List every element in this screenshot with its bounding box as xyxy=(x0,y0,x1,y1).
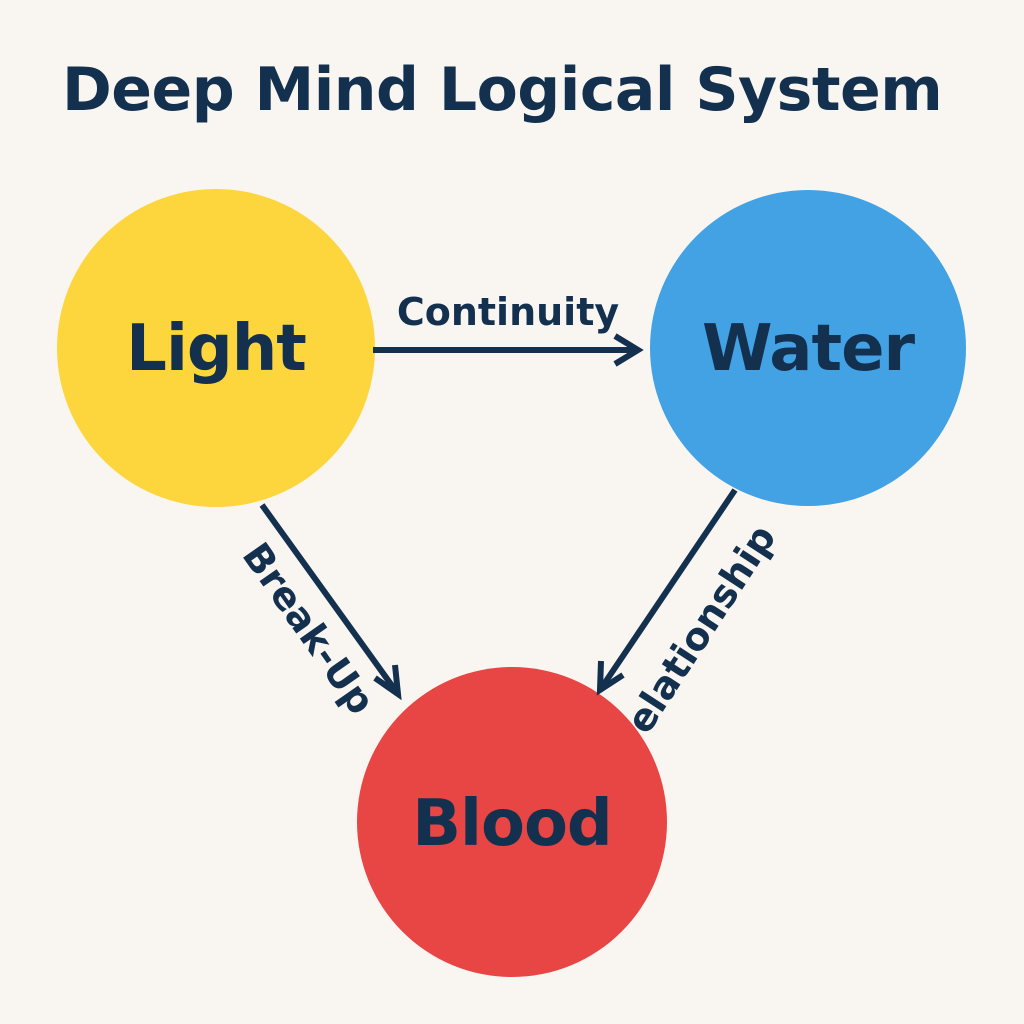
node-light-label: Light xyxy=(126,312,306,386)
edge-water-to-blood-line xyxy=(597,488,738,692)
node-blood-label: Blood xyxy=(412,787,611,861)
edge-light-to-blood-line xyxy=(259,503,401,696)
edge-water-to-blood: elationship xyxy=(596,488,785,741)
diagram-title: Deep Mind Logical System xyxy=(62,55,942,125)
node-water-label: Water xyxy=(702,312,916,386)
edge-light-to-blood-arrowhead xyxy=(373,664,402,701)
edge-light-to-blood-label: Break-Up xyxy=(234,535,384,723)
node-light-circle xyxy=(57,189,375,507)
node-water: Water xyxy=(650,190,966,506)
edge-light-to-water-label: Continuity xyxy=(397,290,620,334)
node-light: Light xyxy=(57,189,375,507)
edge-water-to-blood-arrowhead xyxy=(596,660,625,696)
node-blood: Blood xyxy=(357,667,667,977)
node-water-circle xyxy=(650,190,966,506)
edge-light-to-water: Continuity xyxy=(373,290,644,367)
edge-light-to-water-arrowhead xyxy=(613,333,644,367)
edge-light-to-blood: Break-Up xyxy=(234,503,402,723)
node-blood-circle xyxy=(357,667,667,977)
